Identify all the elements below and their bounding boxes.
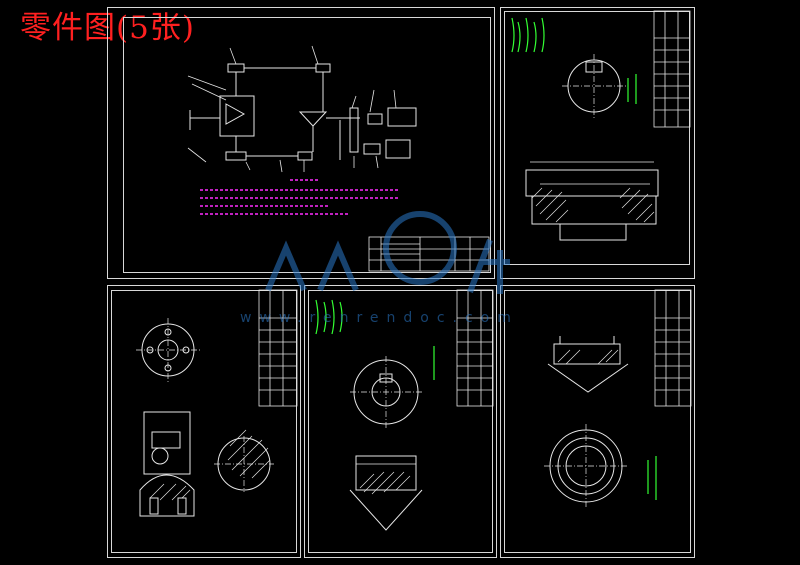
part3-gear-view: [350, 356, 422, 428]
sheet-part-4[interactable]: [500, 285, 695, 558]
part1-section-view: [525, 161, 659, 241]
sheet-part-2[interactable]: [107, 285, 301, 558]
page-title: 零件图(5张): [20, 10, 195, 46]
sheet-part-1[interactable]: [500, 7, 695, 279]
watermark-logo: [265, 211, 510, 294]
part4-title-block: [654, 289, 692, 407]
part3-section-view: [349, 455, 423, 531]
sheet-part-1-inner-frame: [504, 11, 690, 265]
assembly-leader-lines: [187, 45, 397, 173]
part3-green-dims: [315, 299, 435, 380]
part1-green-dims: [511, 17, 637, 104]
part1-top-view: [562, 54, 626, 118]
part2-shaft-view: [139, 411, 195, 517]
part1-hatching: [531, 187, 655, 223]
sheet-part-2-inner-frame: [111, 290, 297, 553]
part4-section-view: [547, 336, 629, 393]
sheet-assembly-inner-frame: [123, 17, 491, 273]
part3-hatching: [359, 471, 411, 495]
sheet-part-3[interactable]: [304, 285, 497, 558]
part4-green-dims: [647, 456, 657, 500]
part1-title-block: [653, 10, 691, 128]
assembly-mechanism: [189, 63, 417, 161]
watermark-text: www.renrendoc.com: [240, 310, 519, 326]
part2-side-view: [214, 436, 274, 492]
part4-hatching: [557, 349, 619, 365]
part4-ring-view: [544, 424, 628, 508]
part2-flange-view: [136, 318, 200, 382]
assembly-notes: [200, 179, 400, 215]
part2-title-block: [258, 289, 298, 407]
sheet-part-4-inner-frame: [504, 290, 691, 553]
part2-hatching: [149, 429, 271, 501]
sheet-part-3-inner-frame: [308, 290, 493, 553]
part3-title-block: [456, 289, 494, 407]
